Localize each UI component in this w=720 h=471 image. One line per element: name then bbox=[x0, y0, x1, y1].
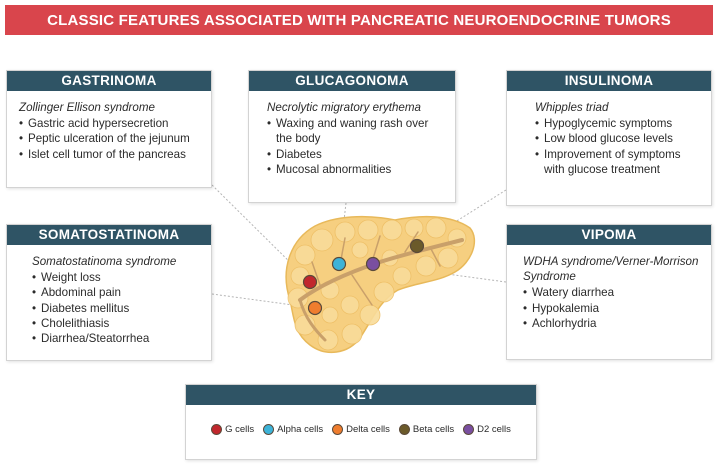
glucagonoma-title: GLUCAGONOMA bbox=[249, 71, 455, 91]
marker-beta-cells bbox=[409, 238, 425, 254]
feature-item: Waxing and waning rash over the body bbox=[267, 116, 445, 146]
pancreas-shape bbox=[285, 215, 476, 354]
feature-item: Hypokalemia bbox=[523, 301, 701, 316]
d2-cells-swatch bbox=[463, 424, 475, 435]
glucagonoma-syndrome: Necrolytic migratory erythema bbox=[267, 101, 421, 114]
key-label: Delta cells bbox=[346, 424, 390, 435]
gastrinoma-features: Gastric acid hypersecretion Peptic ulcer… bbox=[19, 116, 201, 162]
glucagonoma-features: Waxing and waning rash over the body Dia… bbox=[267, 116, 445, 177]
key-item-delta-cells: Delta cells bbox=[332, 424, 390, 435]
feature-item: Improvement of symptoms with glucose tre… bbox=[535, 147, 701, 177]
delta-cells-swatch bbox=[332, 424, 344, 435]
somatostatinoma-syndrome: Somatostatinoma syndrome bbox=[32, 255, 177, 268]
feature-item: Achlorhydria bbox=[523, 316, 701, 331]
marker-delta-cells bbox=[307, 300, 323, 316]
connector-somatostatinoma bbox=[211, 293, 316, 309]
connector-insulinoma bbox=[416, 189, 507, 247]
feature-item: Mucosal abnormalities bbox=[267, 162, 445, 177]
title-banner: CLASSIC FEATURES ASSOCIATED WITH PANCREA… bbox=[5, 5, 713, 35]
vipoma-title: VIPOMA bbox=[507, 225, 711, 245]
glucagonoma-card: GLUCAGONOMA Necrolytic migratory erythem… bbox=[248, 70, 456, 203]
gastrinoma-card: GASTRINOMA Zollinger Ellison syndrome Ga… bbox=[6, 70, 212, 188]
alpha-cells-swatch bbox=[263, 424, 275, 435]
gastrinoma-title: GASTRINOMA bbox=[7, 71, 211, 91]
feature-item: Hypoglycemic symptoms bbox=[535, 116, 701, 131]
key-items: G cells Alpha cells Delta cells Beta cel… bbox=[186, 405, 536, 435]
key-label: Alpha cells bbox=[277, 424, 324, 435]
key-item-g-cells: G cells bbox=[211, 424, 254, 435]
key-title: KEY bbox=[186, 385, 536, 405]
feature-item: Low blood glucose levels bbox=[535, 131, 701, 146]
page-title: CLASSIC FEATURES ASSOCIATED WITH PANCREA… bbox=[47, 11, 671, 29]
vipoma-syndrome: WDHA syndrome/Verner-Morrison Syndrome bbox=[523, 255, 699, 284]
feature-item: Islet cell tumor of the pancreas bbox=[19, 147, 201, 162]
key-legend: KEY G cells Alpha cells Delta cells Beta… bbox=[185, 384, 537, 460]
marker-g-cells bbox=[302, 274, 318, 290]
marker-d2-cells bbox=[365, 256, 381, 272]
marker-alpha-cells bbox=[331, 256, 347, 272]
feature-item: Diabetes bbox=[267, 147, 445, 162]
insulinoma-title: INSULINOMA bbox=[507, 71, 711, 91]
feature-item: Peptic ulceration of the jejunum bbox=[19, 131, 201, 146]
feature-item: Diarrhea/Steatorrhea bbox=[32, 331, 201, 346]
beta-cells-swatch bbox=[398, 424, 410, 435]
key-label: D2 cells bbox=[477, 424, 511, 435]
feature-item: Abdominal pain bbox=[32, 285, 201, 300]
key-label: G cells bbox=[225, 424, 255, 435]
key-label: Beta cells bbox=[412, 424, 455, 435]
connector-gastrinoma bbox=[211, 184, 311, 283]
somatostatinoma-card: SOMATOSTATINOMA Somatostatinoma syndrome… bbox=[6, 224, 212, 361]
feature-item: Gastric acid hypersecretion bbox=[19, 116, 201, 131]
vipoma-card: VIPOMA WDHA syndrome/Verner-Morrison Syn… bbox=[506, 224, 712, 360]
g-cells-swatch bbox=[211, 424, 223, 435]
feature-item: Cholelithiasis bbox=[32, 316, 201, 331]
feature-item: Diabetes mellitus bbox=[32, 301, 201, 316]
insulinoma-features: Hypoglycemic symptoms Low blood glucose … bbox=[535, 116, 701, 177]
vipoma-features: Watery diarrhea Hypokalemia Achlorhydria bbox=[523, 285, 701, 331]
feature-item: Weight loss bbox=[32, 270, 201, 285]
gastrinoma-syndrome: Zollinger Ellison syndrome bbox=[19, 101, 155, 114]
feature-item: Watery diarrhea bbox=[523, 285, 701, 300]
key-item-beta-cells: Beta cells bbox=[398, 424, 455, 435]
insulinoma-card: INSULINOMA Whipples triad Hypoglycemic s… bbox=[506, 70, 712, 206]
somatostatinoma-features: Weight loss Abdominal pain Diabetes mell… bbox=[32, 270, 201, 346]
key-item-alpha-cells: Alpha cells bbox=[263, 424, 323, 435]
somatostatinoma-title: SOMATOSTATINOMA bbox=[7, 225, 211, 245]
key-item-d2-cells: D2 cells bbox=[463, 424, 511, 435]
insulinoma-syndrome: Whipples triad bbox=[535, 101, 609, 114]
